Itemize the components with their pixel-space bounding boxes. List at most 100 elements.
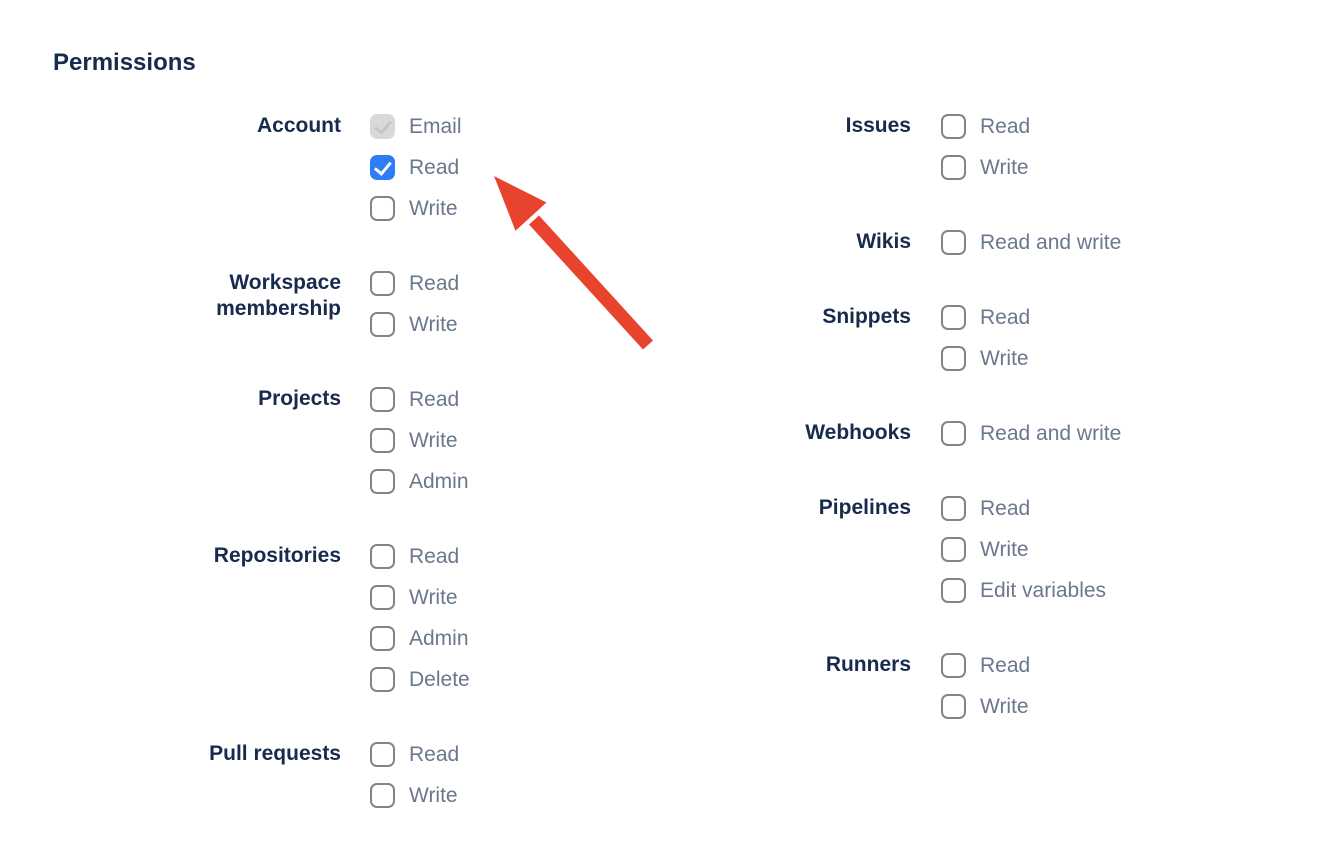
group-label-account: Account <box>257 114 341 137</box>
option-runners-write[interactable]: Write <box>941 694 1030 719</box>
checkbox-issues-write[interactable] <box>941 155 966 180</box>
group-label-wikis: Wikis <box>856 230 911 253</box>
option-runners-read[interactable]: Read <box>941 653 1030 678</box>
group-label-repositories: Repositories <box>213 544 341 567</box>
checkbox-pipelines-edit-variables[interactable] <box>941 578 966 603</box>
option-issues-read[interactable]: Read <box>941 114 1030 139</box>
option-pipelines-edit-variables[interactable]: Edit variables <box>941 578 1106 603</box>
checkbox-snippets-write[interactable] <box>941 346 966 371</box>
permission-group-issues: Issues Read Write <box>741 114 1121 196</box>
checkbox-projects-admin[interactable] <box>370 469 395 494</box>
checkbox-label-account-email: Email <box>409 115 462 138</box>
checkbox-label-pipelines-read: Read <box>980 497 1031 520</box>
permission-group-account: Account Email Read Write <box>161 114 470 237</box>
option-issues-write[interactable]: Write <box>941 155 1030 180</box>
option-projects-write[interactable]: Write <box>370 428 469 453</box>
checkbox-label-pull-requests-read: Read <box>409 743 460 766</box>
checkbox-pipelines-write[interactable] <box>941 537 966 562</box>
permission-group-pipelines: Pipelines Read Write Edit variables <box>741 496 1121 619</box>
checkbox-pull-requests-write[interactable] <box>370 783 395 808</box>
checkbox-label-pipelines-edit-variables: Edit variables <box>980 579 1107 602</box>
checkbox-label-account-write: Write <box>409 197 458 220</box>
option-projects-admin[interactable]: Admin <box>370 469 469 494</box>
checkbox-label-issues-write: Write <box>980 156 1029 179</box>
option-workspace-membership-read[interactable]: Read <box>370 271 459 296</box>
permission-group-wikis: Wikis Read and write <box>741 230 1121 271</box>
checkbox-account-email <box>370 114 395 139</box>
checkbox-projects-write[interactable] <box>370 428 395 453</box>
option-pipelines-read[interactable]: Read <box>941 496 1106 521</box>
arrow-head <box>494 176 547 231</box>
checkbox-pipelines-read[interactable] <box>941 496 966 521</box>
option-snippets-write[interactable]: Write <box>941 346 1030 371</box>
checkbox-label-projects-admin: Admin <box>409 470 469 493</box>
group-label-snippets: Snippets <box>822 305 911 328</box>
annotation-arrow-icon <box>494 176 653 350</box>
group-label-workspace-membership: Workspace membership <box>216 271 341 320</box>
checkbox-label-repositories-read: Read <box>409 545 460 568</box>
checkbox-repositories-read[interactable] <box>370 544 395 569</box>
checkbox-repositories-write[interactable] <box>370 585 395 610</box>
checkbox-workspace-membership-write[interactable] <box>370 312 395 337</box>
option-snippets-read[interactable]: Read <box>941 305 1030 330</box>
checkbox-label-runners-write: Write <box>980 695 1029 718</box>
option-repositories-write[interactable]: Write <box>370 585 470 610</box>
checkbox-webhooks-read-and-write[interactable] <box>941 421 966 446</box>
checkbox-wikis-read-and-write[interactable] <box>941 230 966 255</box>
option-pull-requests-read[interactable]: Read <box>370 742 459 767</box>
option-repositories-admin[interactable]: Admin <box>370 626 470 651</box>
checkbox-label-workspace-membership-write: Write <box>409 313 458 336</box>
permissions-column-right: Issues Read Write Wikis Read and write S… <box>741 114 1121 769</box>
checkbox-label-issues-read: Read <box>980 115 1031 138</box>
checkbox-repositories-admin[interactable] <box>370 626 395 651</box>
option-workspace-membership-write[interactable]: Write <box>370 312 459 337</box>
permission-group-runners: Runners Read Write <box>741 653 1121 735</box>
checkbox-workspace-membership-read[interactable] <box>370 271 395 296</box>
group-label-pipelines: Pipelines <box>818 496 911 519</box>
checkbox-label-webhooks-read-and-write: Read and write <box>980 422 1122 445</box>
option-pull-requests-write[interactable]: Write <box>370 783 459 808</box>
group-label-pull-requests: Pull requests <box>209 742 341 765</box>
permissions-heading: Permissions <box>53 49 196 76</box>
permission-group-workspace-membership: Workspace membership Read Write <box>161 271 470 353</box>
checkbox-label-account-read: Read <box>409 156 460 179</box>
checkbox-account-write[interactable] <box>370 196 395 221</box>
permission-group-pull-requests: Pull requests Read Write <box>161 742 470 824</box>
option-pipelines-write[interactable]: Write <box>941 537 1106 562</box>
option-repositories-read[interactable]: Read <box>370 544 470 569</box>
permission-group-snippets: Snippets Read Write <box>741 305 1121 387</box>
checkbox-label-snippets-write: Write <box>980 347 1029 370</box>
option-projects-read[interactable]: Read <box>370 387 469 412</box>
option-repositories-delete[interactable]: Delete <box>370 667 470 692</box>
checkbox-label-wikis-read-and-write: Read and write <box>980 231 1122 254</box>
option-account-write[interactable]: Write <box>370 196 462 221</box>
checkbox-label-pipelines-write: Write <box>980 538 1029 561</box>
option-account-read[interactable]: Read <box>370 155 462 180</box>
checkbox-repositories-delete[interactable] <box>370 667 395 692</box>
checkbox-label-repositories-delete: Delete <box>409 668 470 691</box>
checkbox-snippets-read[interactable] <box>941 305 966 330</box>
checkbox-pull-requests-read[interactable] <box>370 742 395 767</box>
option-account-email: Email <box>370 114 462 139</box>
checkbox-label-repositories-write: Write <box>409 586 458 609</box>
checkbox-runners-write[interactable] <box>941 694 966 719</box>
group-label-projects: Projects <box>258 387 341 410</box>
permission-group-repositories: Repositories Read Write Admin Delete <box>161 544 470 708</box>
checkbox-label-snippets-read: Read <box>980 306 1031 329</box>
group-label-runners: Runners <box>825 653 911 676</box>
checkbox-label-projects-write: Write <box>409 429 458 452</box>
group-label-webhooks: Webhooks <box>805 421 911 444</box>
group-label-issues: Issues <box>845 114 911 137</box>
permission-group-webhooks: Webhooks Read and write <box>741 421 1121 462</box>
option-webhooks-read-and-write[interactable]: Read and write <box>941 421 1121 446</box>
arrow-shaft <box>529 215 653 350</box>
checkbox-projects-read[interactable] <box>370 387 395 412</box>
checkbox-label-runners-read: Read <box>980 654 1031 677</box>
checkbox-issues-read[interactable] <box>941 114 966 139</box>
checkbox-account-read[interactable] <box>370 155 395 180</box>
checkbox-runners-read[interactable] <box>941 653 966 678</box>
option-wikis-read-and-write[interactable]: Read and write <box>941 230 1121 255</box>
permissions-column-left: Account Email Read Write Workspace membe… <box>161 114 470 844</box>
checkbox-label-repositories-admin: Admin <box>409 627 469 650</box>
checkbox-label-pull-requests-write: Write <box>409 784 458 807</box>
